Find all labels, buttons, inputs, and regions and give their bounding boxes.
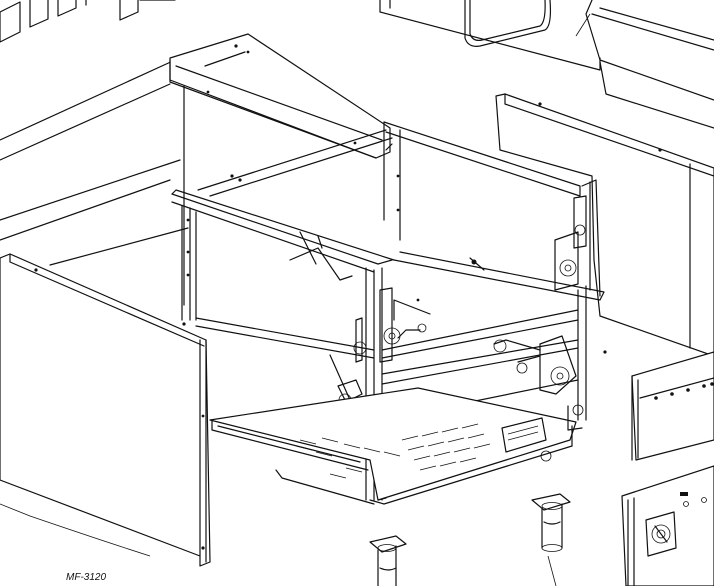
leader-lines [0, 14, 590, 586]
bottom-slot-grid [296, 424, 490, 478]
right-hinge-assembly [494, 196, 586, 394]
control-knob-icon [646, 512, 676, 556]
drawer-frame-top-rail [172, 130, 604, 300]
left-hinge-assembly [354, 288, 400, 362]
right-side-panel [496, 94, 714, 356]
lower-control-box [622, 466, 714, 586]
top-rail-assembly [380, 0, 600, 70]
mid-cross-rails [196, 298, 578, 420]
rear-wall-box [184, 86, 580, 305]
rear-leg [532, 494, 570, 552]
vent-cutouts [0, 0, 138, 42]
bottom-base-frame [210, 388, 583, 504]
front-left-side-panel [0, 254, 210, 566]
right-control-panel [632, 352, 714, 460]
front-leg [370, 536, 406, 586]
rear-left-panel [0, 160, 188, 265]
top-hood-panel [170, 34, 390, 158]
drawing-reference-label: MF-3120 [66, 572, 107, 583]
top-right-tub [586, 0, 714, 128]
upper-left-cabinet-panel [0, 0, 175, 160]
inner-chute [290, 232, 362, 412]
